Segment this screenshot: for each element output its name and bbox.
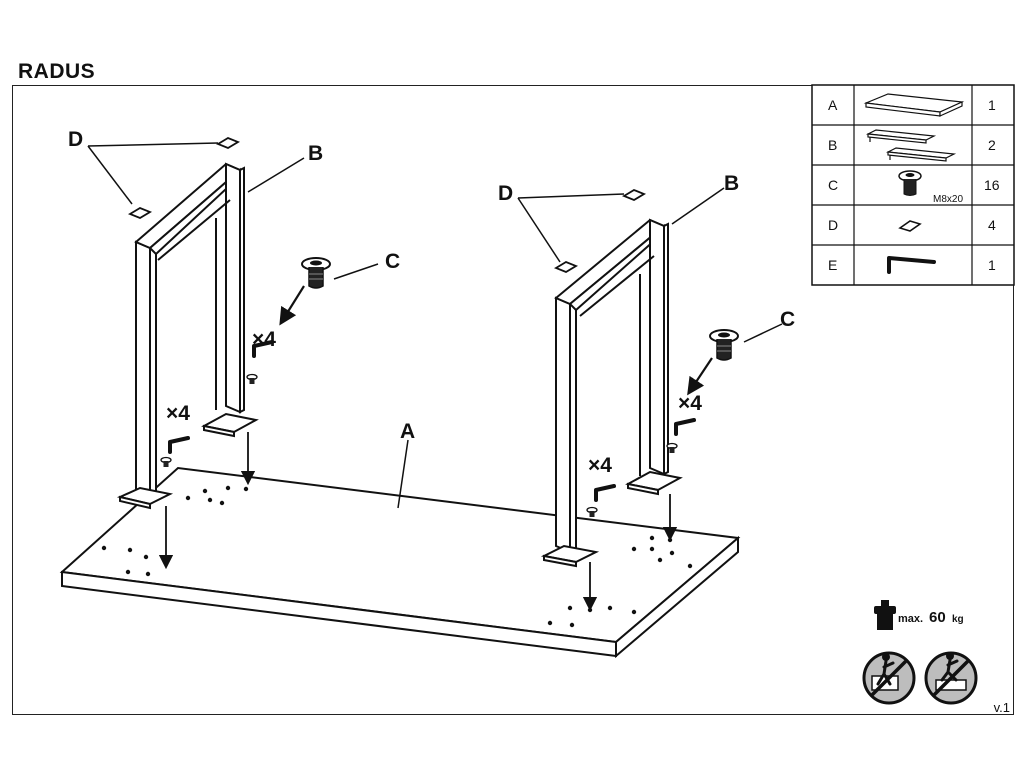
leg-frame-left (116, 162, 259, 510)
no-sitting-icon (924, 651, 978, 705)
tabletop-a (59, 466, 741, 659)
label-b-right: B (724, 172, 739, 195)
parts-row-letter: D (828, 217, 838, 233)
max-load-value: 60 (929, 609, 946, 626)
parts-row-letter: E (828, 257, 837, 273)
allen-key-mini-right-1 (674, 418, 696, 436)
pad-d-left-1 (127, 206, 153, 220)
bolt-c-right (709, 329, 739, 361)
parts-row-count: 2 (988, 137, 996, 153)
screw-mini-left-2 (160, 456, 172, 468)
qty-screw-right: ×4 (678, 392, 702, 415)
label-c-left: C (385, 250, 400, 273)
allen-key-icon (887, 256, 936, 274)
screw-mini-left-1 (246, 373, 258, 385)
allen-key-mini-left-2 (168, 436, 190, 454)
bolt-c-left (301, 257, 331, 289)
screw-mini-right-2 (586, 506, 598, 518)
document-title: RADUS (18, 60, 96, 83)
pad-icon (898, 220, 922, 232)
pad-d-right-2 (621, 188, 647, 202)
leg-frame-right (540, 218, 683, 568)
qty-key-right: ×4 (588, 454, 612, 477)
parts-row-count: 1 (988, 257, 996, 273)
parts-row-count: 1 (988, 97, 996, 113)
qty-key-left: ×4 (166, 402, 190, 425)
allen-key-mini-right-2 (594, 484, 616, 502)
bolt-spec: M8x20 (933, 194, 963, 205)
label-c-right: C (780, 308, 795, 331)
label-a: A (400, 420, 415, 443)
max-load-prefix: max. (898, 613, 923, 625)
pad-d-right-1 (553, 260, 579, 274)
version-label: v.1 (993, 700, 1010, 715)
qty-screw-left: ×4 (252, 328, 276, 351)
no-standing-icon (862, 651, 916, 705)
parts-row-count: 4 (988, 217, 996, 233)
bolt-icon (898, 170, 922, 196)
parts-row-count: 16 (984, 177, 1000, 193)
leg-frame-icon (865, 129, 957, 162)
parts-row-letter: A (828, 97, 838, 113)
max-load-unit: kg (952, 614, 964, 625)
drawing-frame (12, 85, 1014, 715)
parts-row-letter: B (828, 137, 837, 153)
weight-icon (874, 600, 896, 630)
pad-d-left-2 (215, 136, 241, 150)
label-d-left: D (68, 128, 83, 151)
label-d-right: D (498, 182, 513, 205)
label-b-left: B (308, 142, 323, 165)
parts-table: A B C D E 1 2 16 4 1 M8x20 (811, 84, 1015, 286)
parts-row-letter: C (828, 177, 838, 193)
tabletop-icon (863, 93, 965, 117)
